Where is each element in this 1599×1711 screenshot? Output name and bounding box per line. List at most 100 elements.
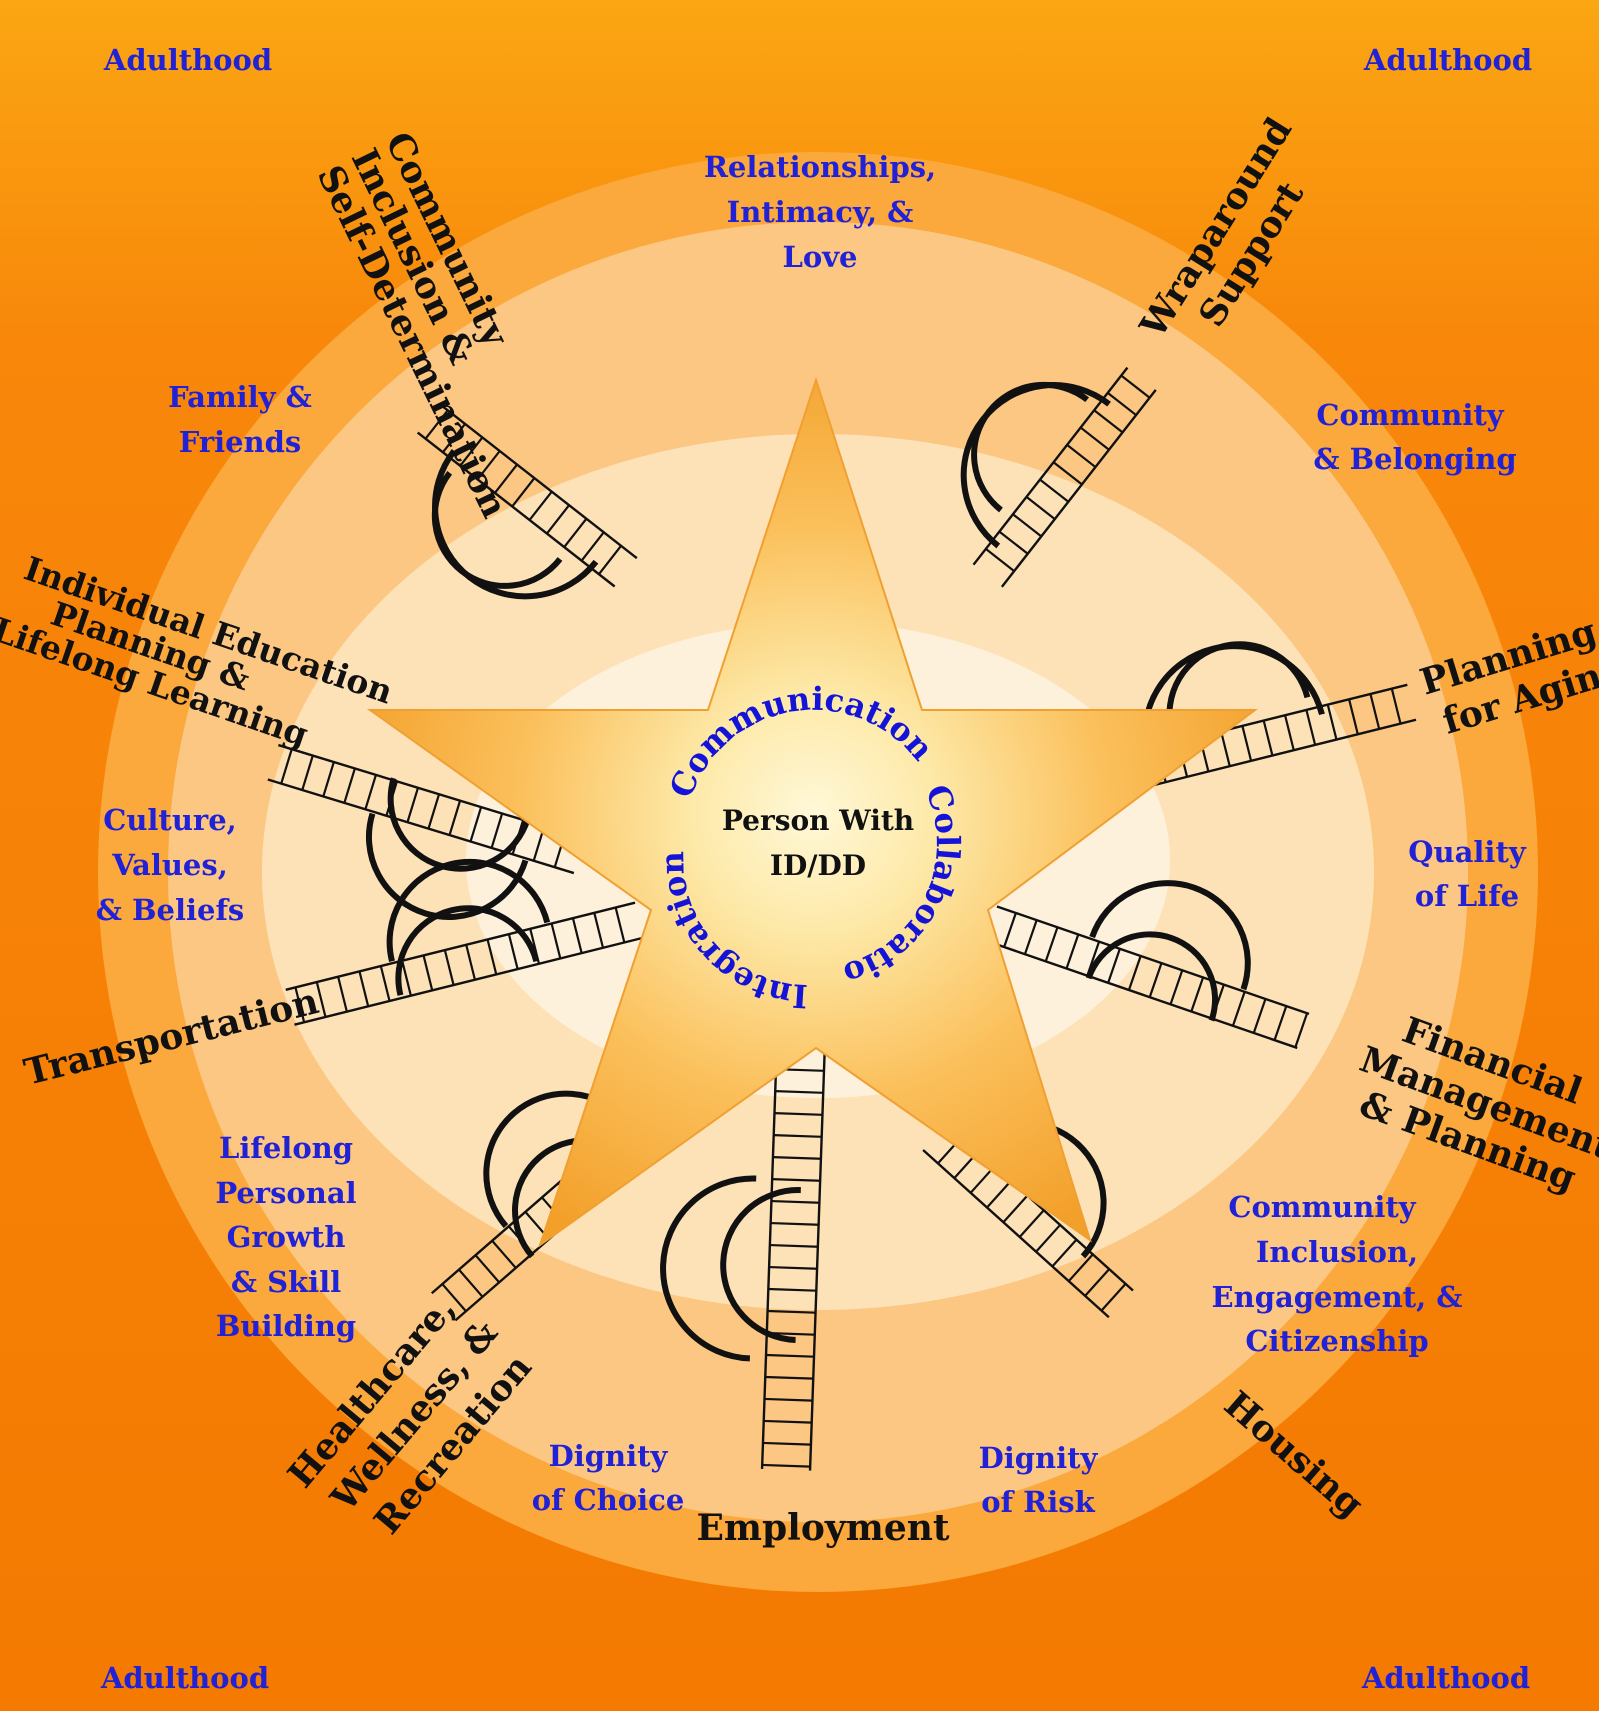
ladder-rung <box>1219 730 1231 767</box>
svg-text:Values,: Values, <box>111 848 228 882</box>
ladder-rung <box>775 1090 824 1094</box>
ladder-rung <box>1025 496 1056 520</box>
ladder-transportation <box>285 858 645 1026</box>
ladder-rung <box>1305 709 1317 746</box>
ladder-rung <box>546 504 570 535</box>
ladder-rung <box>765 1353 815 1358</box>
ladder-rung <box>1003 912 1017 948</box>
ladder-rung <box>491 1240 517 1269</box>
ladder-rung <box>494 463 518 494</box>
ladder-rung <box>427 793 441 829</box>
ladder-rung <box>1052 461 1083 486</box>
svg-text:Family &: Family & <box>168 380 312 414</box>
ladder-rung <box>1066 444 1097 468</box>
ladder-rung <box>459 436 484 467</box>
wheel <box>1089 880 1251 991</box>
svg-text:Building: Building <box>216 1309 356 1343</box>
value-community-inclusion: Community Inclusion, Engagement, & Citiz… <box>1212 1190 1463 1358</box>
ladder-rung <box>774 1112 823 1116</box>
ladder-rung <box>767 1309 816 1314</box>
pillar-employment: Employment <box>696 1507 949 1549</box>
ladder-rung <box>1039 478 1070 503</box>
ladder-rung <box>490 813 504 849</box>
ladder-rung <box>1262 720 1274 756</box>
ladder-rung <box>358 971 370 1007</box>
ladder-rung <box>770 1221 819 1226</box>
ladder-rung <box>763 1419 812 1424</box>
ladder-rung <box>998 530 1029 555</box>
corner-label-top-left: Adulthood <box>103 43 272 77</box>
ladder-rung <box>1044 926 1059 962</box>
ladder-rung <box>1294 1012 1309 1048</box>
ladder-rung <box>1369 693 1381 730</box>
ladder-rung <box>441 1283 467 1312</box>
ladder-rung <box>458 1268 484 1298</box>
ladder-rung <box>443 949 455 986</box>
ladder-rung <box>424 409 449 440</box>
ladder-rung <box>614 907 626 943</box>
ladder-rung <box>1231 991 1246 1027</box>
ladder-rung <box>762 1463 811 1468</box>
ladder-rung <box>1051 1238 1078 1268</box>
ladder-rung <box>765 1375 814 1380</box>
ladder-rung <box>1067 1253 1094 1282</box>
ladder-rung <box>1065 934 1080 969</box>
ladder-rung <box>1273 1005 1288 1041</box>
ladder-rung <box>762 1441 811 1446</box>
ladder-education <box>267 743 585 920</box>
svg-text:Community: Community <box>1228 1190 1416 1224</box>
ladder-rung <box>401 960 412 996</box>
ladder-rung <box>598 545 622 575</box>
value-dignity-risk: Dignity of Risk <box>979 1441 1099 1519</box>
ladder-rung <box>528 490 553 521</box>
svg-text:of Life: of Life <box>1415 879 1519 913</box>
value-relationships: Relationships, Intimacy, & Love <box>704 150 936 274</box>
svg-text:Community: Community <box>1316 398 1504 432</box>
ladder-rung <box>1018 1209 1045 1238</box>
ladder-rung <box>315 981 327 1018</box>
corner-label-bottom-left: Adulthood <box>100 1661 269 1695</box>
ladder-rung <box>1284 715 1295 751</box>
ladder-rung <box>448 800 462 836</box>
center-star <box>366 376 1259 1248</box>
pillar-healthcare: Healthcare, Wellness, & Recreation <box>280 1288 540 1542</box>
ladder-rung <box>773 1134 822 1138</box>
svg-text:Dignity: Dignity <box>549 1439 669 1473</box>
ladder-rung <box>1100 1283 1127 1312</box>
value-dignity-choice: Dignity of Choice <box>532 1439 685 1517</box>
ladder-financial <box>984 880 1310 1050</box>
ladder-rung <box>764 1397 813 1402</box>
ladder-rung <box>343 768 356 804</box>
value-family: Family & Friends <box>168 380 312 459</box>
ladder-rung <box>550 923 562 959</box>
ladder-rung <box>769 1265 818 1270</box>
svg-text:& Skill: & Skill <box>231 1265 341 1299</box>
wheel <box>660 1175 757 1362</box>
ladder-rung <box>1035 1224 1061 1253</box>
svg-text:Love: Love <box>782 240 857 274</box>
center-person-line1: Person With <box>722 804 914 837</box>
ladder-rung <box>1169 969 1184 1005</box>
ladder-rung <box>986 1180 1012 1209</box>
svg-text:Intimacy, &: Intimacy, & <box>727 195 914 229</box>
ladder-rung <box>772 1156 821 1160</box>
corner-label-bottom-right: Adulthood <box>1361 1661 1530 1695</box>
svg-text:Relationships,: Relationships, <box>704 150 936 184</box>
ladder-rung <box>1093 409 1124 434</box>
ladder-rung <box>442 423 466 453</box>
ladder-rung <box>1390 688 1402 724</box>
svg-text:Friends: Friends <box>179 425 302 459</box>
svg-text:& Belonging: & Belonging <box>1313 442 1516 476</box>
svg-text:of Choice: of Choice <box>532 1483 685 1517</box>
svg-text:Personal: Personal <box>215 1176 356 1210</box>
ladder-rung <box>294 987 306 1023</box>
ladder-rung <box>322 761 335 797</box>
ladder-rung <box>469 806 483 842</box>
wheel <box>386 858 551 962</box>
ladder-rung <box>580 531 605 562</box>
ladder-rung <box>474 1254 500 1284</box>
svg-text:& Beliefs: & Beliefs <box>96 893 245 927</box>
center-person-line2: ID/DD <box>770 849 866 882</box>
ladder-rung <box>593 912 605 949</box>
